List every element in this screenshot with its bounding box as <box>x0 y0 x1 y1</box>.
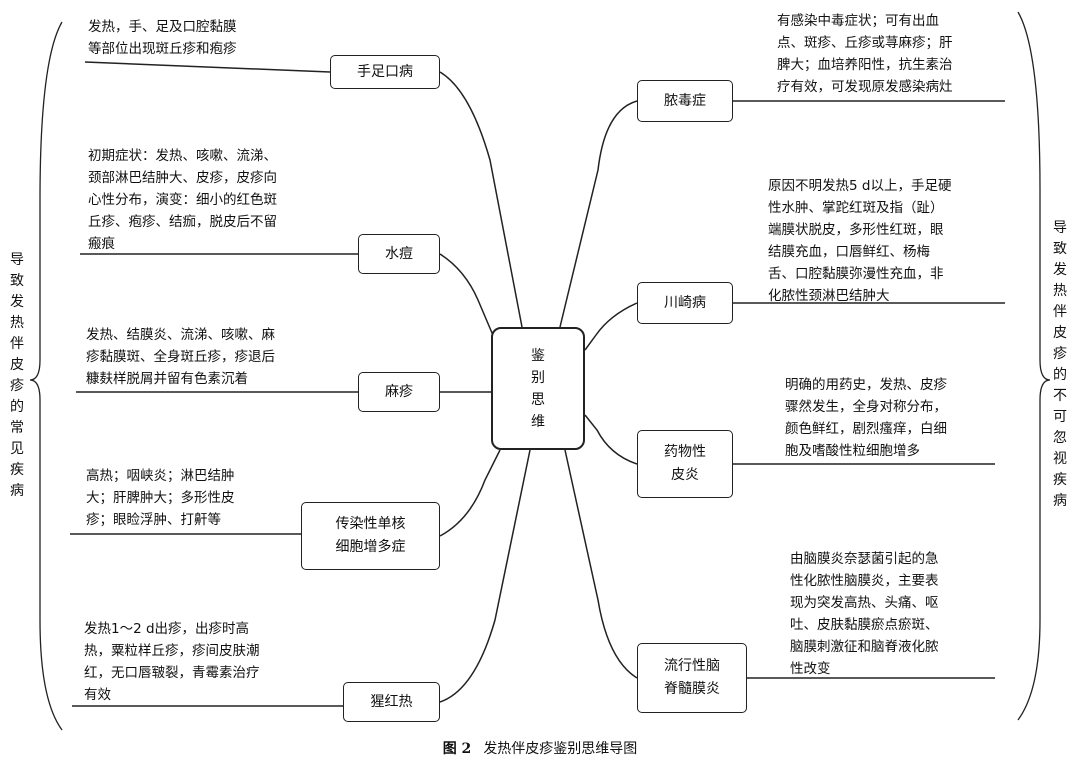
node-drug-dermatitis-label: 药物性 皮炎 <box>664 444 706 483</box>
node-sepsis: 脓毒症 <box>637 80 733 122</box>
node-mono-label: 传染性单核 细胞增多症 <box>335 516 406 555</box>
node-hfmd: 手足口病 <box>330 55 440 89</box>
center-label: 鉴 别 思 维 <box>531 347 545 430</box>
node-hfmd-label: 手足口病 <box>357 64 413 80</box>
figure-caption: 图 2 发热伴皮疹鉴别思维导图 <box>0 738 1080 758</box>
node-meningitis: 流行性脑 脊髓膜炎 <box>637 643 747 713</box>
node-varicella-label: 水痘 <box>385 246 413 262</box>
node-hfmd-description: 发热，手、足及口腔黏膜 等部位出现斑丘疹和疱疹 <box>88 19 237 57</box>
figure-title: 发热伴皮疹鉴别思维导图 <box>483 741 638 757</box>
connector-b-scarlet <box>439 449 531 703</box>
node-kawasaki-label: 川崎病 <box>664 295 706 311</box>
connector-b-sepsis <box>559 100 638 328</box>
node-scarlet: 猩红热 <box>343 682 440 722</box>
node-sepsis-description: 有感染中毒症状；可有出血 点、斑疹、丘疹或荨麻疹；肝 脾大；血培养阳性，抗生素治… <box>777 13 953 95</box>
center-node: 鉴 别 思 维 <box>491 327 585 450</box>
node-scarlet-description: 发热1～2 d出疹，出疹时高 热，粟粒样丘疹，疹间皮肤潮 红，无口唇皲裂，青霉素… <box>84 621 260 703</box>
node-varicella: 水痘 <box>358 234 440 274</box>
left-brace <box>29 21 63 731</box>
node-drug-dermatitis: 药物性 皮炎 <box>637 430 733 498</box>
node-drug-dermatitis-description: 明确的用药史，发热、皮疹 骤然发生，全身对称分布， 颜色鲜红，剧烈瘙痒，白细 胞… <box>785 377 947 459</box>
connector-b-drug <box>584 414 638 465</box>
node-sepsis-label: 脓毒症 <box>664 93 706 109</box>
connector-b-hfmd <box>439 71 523 328</box>
node-mono: 传染性单核 细胞增多症 <box>301 502 440 570</box>
right-brace <box>1017 11 1051 721</box>
figure-number: 图 2 <box>442 741 472 757</box>
right-category-title: 导 致 发 热 伴 皮 疹 的 不 可 忽 视 疾 病 <box>1053 220 1067 509</box>
node-mono-description: 高热；咽峡炎；淋巴结肿 大；肝脾肿大；多形性皮 疹；眼睑浮肿、打鼾等 <box>86 468 235 528</box>
connector-b-meningitis <box>564 449 638 679</box>
node-measles-description: 发热、结膜炎、流涕、咳嗽、麻 疹黏膜斑、全身斑丘疹，疹退后 糠麸样脱屑并留有色素… <box>86 327 275 387</box>
node-measles: 麻疹 <box>358 372 440 412</box>
node-meningitis-label: 流行性脑 脊髓膜炎 <box>664 658 720 697</box>
connector-b-kawasaki <box>584 302 638 351</box>
connector-b-mono <box>439 449 501 537</box>
node-kawasaki: 川崎病 <box>637 282 733 324</box>
node-kawasaki-description: 原因不明发热5 d以上，手足硬 性水肿、掌跎红斑及指（趾） 端膜状脱皮，多形性红… <box>768 178 952 304</box>
connector-u-hfmd <box>84 61 331 73</box>
connector-b-varicella <box>439 253 496 341</box>
node-meningitis-description: 由脑膜炎奈瑟菌引起的急 性化脓性脑膜炎，主要表 现为突发高热、头痛、呕 吐、皮肤… <box>790 551 939 677</box>
node-measles-label: 麻疹 <box>385 384 413 400</box>
node-scarlet-label: 猩红热 <box>370 694 413 710</box>
node-varicella-description: 初期症状：发热、咳嗽、流涕、 颈部淋巴结肿大、皮疹，皮疹向 心性分布，演变：细小… <box>88 148 277 252</box>
left-category-title: 导 致 发 热 伴 皮 疹 的 常 见 疾 病 <box>10 252 24 499</box>
